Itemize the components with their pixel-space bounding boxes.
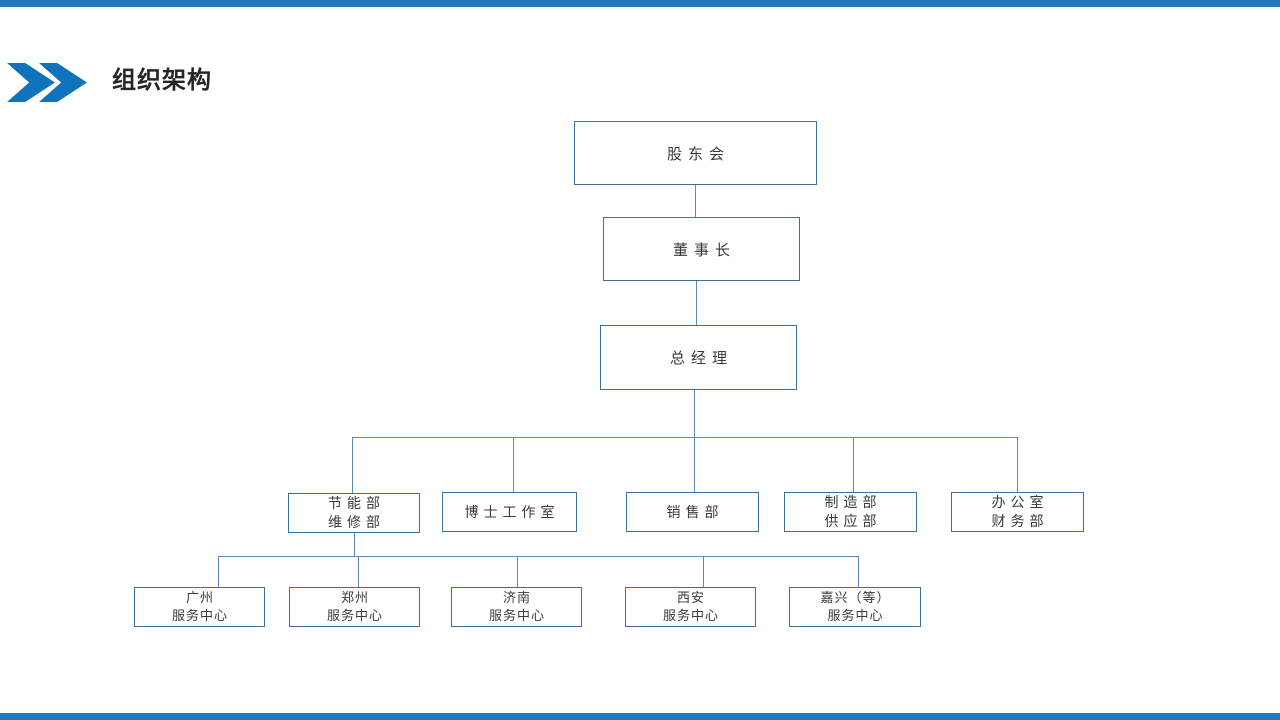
org-node-label: 服务中心 [662, 608, 719, 623]
org-node-zhengzhou-service-center: 郑州 服务中心 [289, 587, 420, 627]
bottom-border-bar [0, 713, 1280, 720]
org-node-jiaxing-service-center: 嘉兴（等） 服务中心 [789, 587, 921, 627]
org-node-jinan-service-center: 济南 服务中心 [451, 587, 582, 627]
org-node-label: 制造部 [824, 494, 882, 510]
org-node-manufacturing-supply-dept: 制造部 供应部 [784, 492, 917, 532]
org-node-label: 办公室 [991, 494, 1049, 510]
org-node-label: 供应部 [824, 513, 882, 529]
org-node-label: 董事长 [672, 241, 736, 259]
connector-line [695, 185, 696, 217]
org-node-label: 销售部 [666, 503, 724, 520]
org-node-label: 博士工作室 [464, 503, 560, 520]
org-node-label: 股东会 [666, 145, 730, 163]
connector-line [696, 281, 697, 325]
page-title: 组织架构 [112, 67, 212, 94]
org-node-label: 广州 [185, 590, 214, 605]
org-node-label: 服务中心 [488, 608, 545, 623]
top-border-bar [0, 0, 1280, 7]
org-node-general-manager: 总经理 [600, 325, 797, 390]
connector-line [354, 533, 355, 556]
org-node-label: 服务中心 [827, 608, 884, 623]
connector-line [1017, 437, 1018, 492]
connector-line [352, 437, 353, 493]
org-node-label: 总经理 [669, 350, 733, 367]
org-node-label: 郑州 [340, 590, 369, 605]
connector-line [517, 556, 518, 587]
connector-line [358, 556, 359, 587]
org-node-label: 服务中心 [326, 608, 383, 623]
org-node-energy-maintenance-dept: 节能部 维修部 [288, 493, 420, 533]
connector-line [218, 556, 858, 557]
org-node-xian-service-center: 西安 服务中心 [625, 587, 756, 627]
connector-line [694, 390, 695, 492]
connector-line [218, 556, 219, 587]
org-node-label: 维修部 [328, 514, 385, 530]
org-node-chairman: 董事长 [603, 217, 800, 281]
org-node-label: 节能部 [328, 495, 385, 511]
connector-line [853, 437, 854, 492]
org-node-office-finance-dept: 办公室 财务部 [951, 492, 1084, 532]
org-node-guangzhou-service-center: 广州 服务中心 [134, 587, 265, 627]
org-node-label: 西安 [676, 590, 705, 605]
org-node-label: 财务部 [991, 513, 1049, 529]
org-node-sales-dept: 销售部 [626, 492, 759, 532]
org-node-label: 嘉兴（等） [820, 590, 891, 605]
org-node-label: 服务中心 [171, 608, 228, 623]
connector-line [703, 556, 704, 587]
org-node-label: 济南 [502, 590, 531, 605]
connector-line [858, 556, 859, 587]
org-node-doctor-studio: 博士工作室 [442, 492, 577, 532]
org-node-shareholders: 股东会 [574, 121, 817, 185]
connector-line [513, 437, 514, 492]
connector-line [352, 437, 1017, 438]
